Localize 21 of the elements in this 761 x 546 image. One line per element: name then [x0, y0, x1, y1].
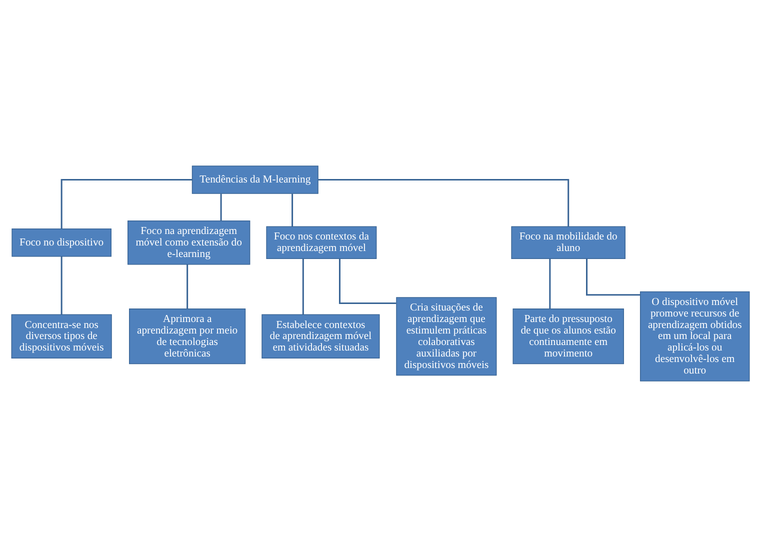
node-box: Foco na mobilidade do aluno [511, 226, 626, 259]
node-box: Estabelece contextos de aprendizagem móvel em atividades situadas [262, 314, 380, 358]
node-box: Parte do pressuposto de que os alunos estão continuamente em movimento [512, 308, 624, 364]
connector [220, 193, 222, 220]
node-box: Cria situações de aprendizagem que estimulem práticas colaborativas auxiliadas por dispositivos móveis [396, 296, 497, 376]
node-box: Foco no dispositivo [12, 228, 112, 256]
node-box: Foco nos contextos da aprendizagem móvel [266, 226, 377, 259]
node-box: Concentra-se nos diversos tipos de dispositivos móveis [11, 314, 112, 358]
connector [302, 258, 304, 314]
connector [549, 258, 551, 308]
connector [338, 258, 396, 304]
node-box: Foco na aprendizagem móvel como extensão do e-learning [128, 220, 250, 264]
connector [186, 264, 188, 308]
node-box: Tendências da M-learning [192, 165, 318, 194]
connector [292, 193, 294, 226]
connector [586, 258, 640, 296]
connector [318, 178, 570, 226]
connector [60, 178, 192, 228]
node-box: O dispositivo móvel promove recursos de aprendizagem obtidos em um local para aplicá-los ou desenvolvê-los em outro [640, 290, 750, 381]
node-box: Aprimora a aprendizagem por meio de tecnologias eletrônicas [129, 308, 246, 364]
connector [60, 256, 62, 314]
